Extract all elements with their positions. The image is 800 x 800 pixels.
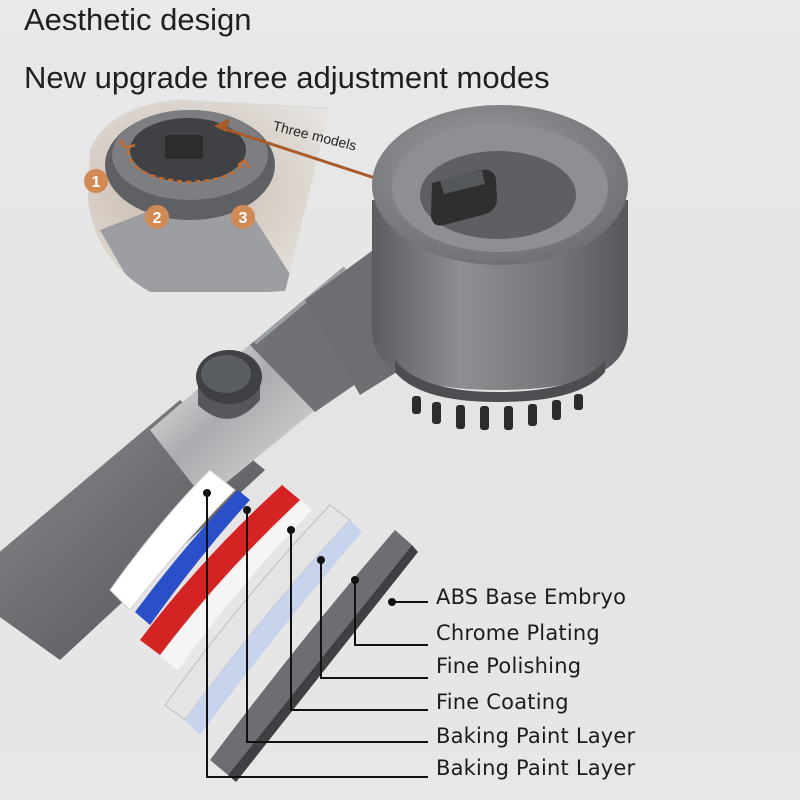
mode-badge-1: 1 xyxy=(84,169,108,193)
leader-lines xyxy=(203,489,428,778)
layer-label-fine-polishing: Fine Polishing xyxy=(436,654,582,678)
shower-head xyxy=(372,105,628,402)
mode-number-2: 2 xyxy=(153,210,162,227)
mode-dial-closeup xyxy=(88,99,331,292)
mode-number-3: 3 xyxy=(239,210,248,227)
mode-switch-knob[interactable] xyxy=(431,169,497,226)
layer-label-fine-coating: Fine Coating xyxy=(436,690,569,714)
spray-nozzles xyxy=(412,394,583,430)
headline-three-modes: New upgrade three adjustment modes xyxy=(24,60,550,95)
layer-label-baking-paint-2: Baking Paint Layer xyxy=(436,756,636,780)
layer-cross-section xyxy=(109,469,418,782)
mode-badge-3: 3 xyxy=(231,205,255,229)
layer-label-chrome-plating: Chrome Plating xyxy=(436,621,600,645)
pause-button[interactable] xyxy=(196,350,262,419)
layer-label-baking-paint-1: Baking Paint Layer xyxy=(436,724,636,748)
headline-aesthetic-design: Aesthetic design xyxy=(24,2,252,37)
mode-badge-2: 2 xyxy=(145,205,169,229)
layer-label-abs-base-embryo: ABS Base Embryo xyxy=(436,585,627,609)
mode-number-1: 1 xyxy=(92,174,101,191)
